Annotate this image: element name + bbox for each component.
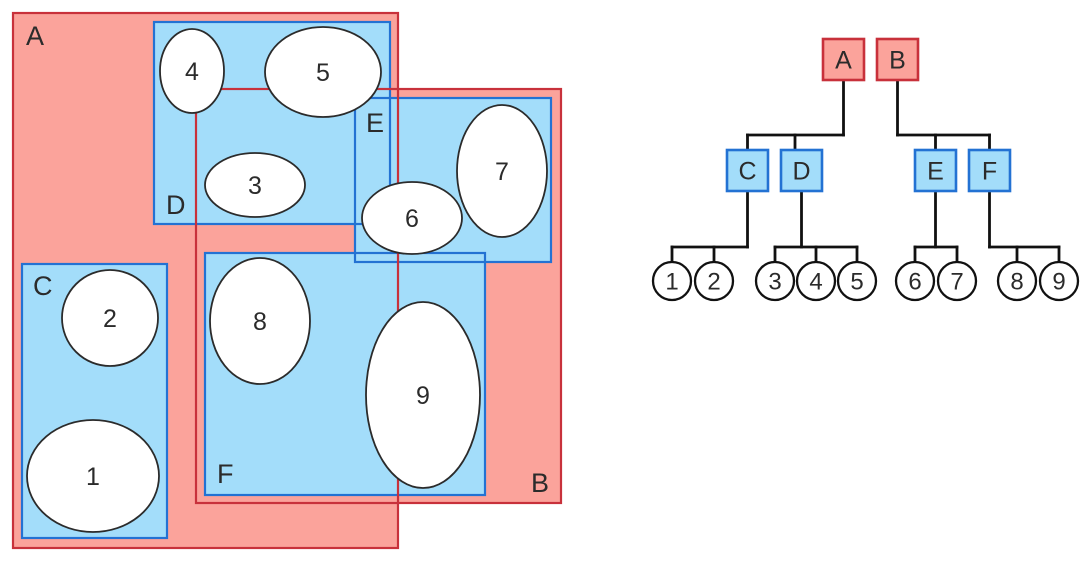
object-ellipse-9: [365, 301, 481, 489]
object-ellipse-label: 4: [185, 58, 199, 86]
tree-leaf-label: 7: [950, 269, 963, 296]
region-B-label: B: [531, 468, 549, 498]
region-F-label: F: [217, 459, 234, 489]
object-ellipse-label: 6: [405, 205, 419, 233]
region-C-label: C: [33, 271, 53, 301]
tree-leaf-label: 3: [768, 269, 781, 296]
region-D-outline: [152, 20, 392, 226]
tree-node-label: F: [982, 158, 997, 186]
object-ellipse-label: 8: [253, 308, 267, 336]
tree-node-A: [821, 37, 866, 82]
region-E-label: E: [366, 108, 384, 138]
object-ellipse-2: [61, 269, 159, 367]
region-A-outline: [11, 11, 400, 550]
tree-leaf-label: 9: [1052, 269, 1065, 296]
tree-leaf-label: 2: [707, 269, 720, 296]
tree-leaf-label: 8: [1010, 269, 1023, 296]
object-ellipse-4: [159, 28, 225, 114]
tree-leaf-label: 1: [665, 269, 678, 296]
tree-leaf-2: [693, 260, 735, 302]
tree-leaf-4: [795, 260, 837, 302]
tree-node-label: A: [835, 47, 852, 75]
object-ellipse-8: [209, 257, 311, 385]
tree-node-label: B: [889, 47, 906, 75]
object-ellipse-5: [264, 26, 382, 118]
tree-node-label: D: [792, 158, 810, 186]
object-ellipse-label: 9: [416, 382, 430, 410]
object-ellipse-label: 7: [495, 158, 509, 186]
region-D-label: D: [166, 190, 186, 220]
tree-leaf-9: [1038, 260, 1080, 302]
tree-leaf-3: [754, 260, 796, 302]
tree-leaf-8: [996, 260, 1038, 302]
object-ellipse-label: 5: [316, 59, 330, 87]
tree-node-label: C: [738, 158, 756, 186]
tree-leaf-1: [651, 260, 693, 302]
tree-node-D: [779, 148, 824, 193]
object-ellipse-7: [456, 104, 548, 238]
tree-node-label: E: [927, 158, 944, 186]
region-C-outline: [20, 262, 169, 540]
object-ellipse-6: [361, 181, 463, 255]
region-E-outline: [353, 96, 553, 264]
object-ellipse-label: 3: [248, 172, 262, 200]
region-A-label: A: [26, 21, 44, 51]
tree-leaf-label: 5: [850, 269, 863, 296]
region-F-outline: [203, 251, 487, 497]
tree-leaf-7: [936, 260, 978, 302]
tree-node-E: [913, 148, 958, 193]
object-ellipse-3: [204, 152, 306, 218]
object-ellipse-label: 2: [103, 305, 117, 333]
tree-leaf-label: 6: [908, 269, 921, 296]
region-B-outline: [194, 87, 563, 505]
tree-node-F: [967, 148, 1012, 193]
tree-node-B: [875, 37, 920, 82]
tree-leaf-label: 4: [809, 269, 822, 296]
tree-leaf-6: [894, 260, 936, 302]
tree-leaf-5: [836, 260, 878, 302]
object-ellipse-1: [26, 419, 160, 533]
tree-node-C: [725, 148, 770, 193]
object-ellipse-label: 1: [86, 463, 100, 491]
